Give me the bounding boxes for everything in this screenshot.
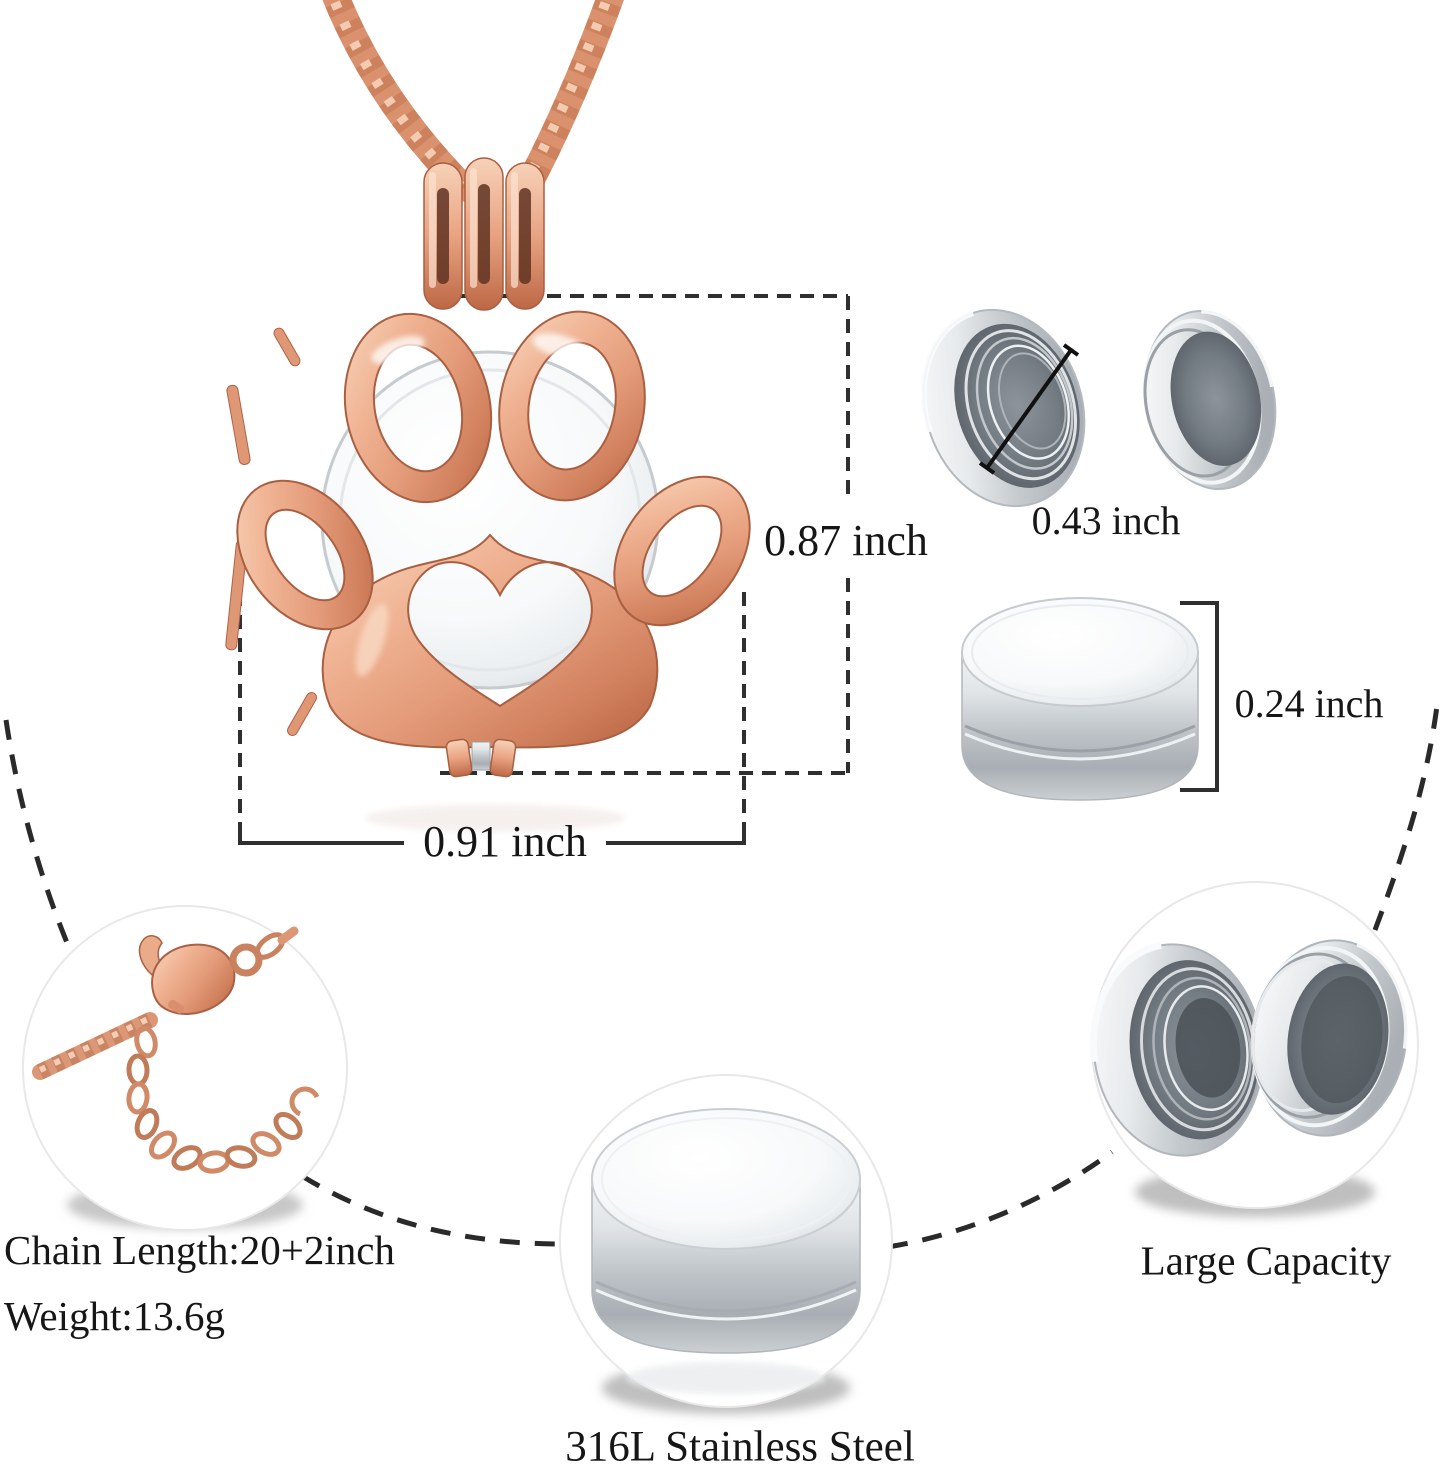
open-container-small-illustration	[920, 308, 1277, 508]
dimension-lines	[238, 294, 1219, 845]
width-dimension-baseline	[238, 824, 746, 845]
closed-container-large-illustration	[591, 1108, 861, 1394]
open-container-cup-small	[920, 308, 1086, 508]
container-reflection	[626, 1362, 826, 1394]
bail-loop-left	[423, 162, 463, 310]
bail-loop-right	[505, 162, 545, 310]
container-height-label: 0.24 inch	[1234, 681, 1384, 726]
container-lid-inner-edge	[601, 1117, 851, 1241]
paw-toe-outer-left	[236, 479, 374, 631]
open-hook-link	[289, 1086, 320, 1117]
bail-loop-middle	[464, 157, 504, 311]
paw-toe-upper-right	[498, 310, 646, 502]
pendant-height-label: 0.87 inch	[764, 515, 928, 565]
dashed-curve-right	[1372, 697, 1441, 931]
container-seam-highlight	[964, 732, 1196, 761]
dashed-curve-center-right	[887, 1149, 1114, 1250]
open-container-lid-small	[1142, 308, 1277, 491]
specular-highlights	[355, 333, 588, 677]
container-lid-inner-edge	[971, 604, 1189, 700]
chain-right-highlight	[519, 0, 612, 189]
dashed-curve-left	[3, 719, 73, 951]
clasp-ring	[229, 943, 263, 977]
large-capacity-label: Large Capacity	[1140, 1237, 1392, 1284]
clasp-end-bar	[277, 926, 299, 945]
pendant-reflection	[365, 804, 625, 832]
open-container-large-illustration	[1090, 939, 1410, 1157]
chain-length-label: Chain Length:20+2inch	[4, 1227, 395, 1273]
closed-container-small-illustration	[961, 597, 1199, 801]
lobster-clasp-illustration	[32, 926, 320, 1174]
container-seam	[595, 1280, 857, 1313]
diameter-indicator-line	[978, 343, 1080, 475]
clasp-trigger	[168, 999, 185, 1014]
box-chain-highlight	[38, 1016, 150, 1073]
height-bracket	[1180, 601, 1219, 792]
paw-locket-pendant-illustration	[225, 310, 751, 778]
container-seam	[964, 724, 1196, 753]
material-label: 316L Stainless Steel	[565, 1423, 915, 1469]
decorative-dashed-curves	[3, 697, 1441, 1250]
lobster-clasp	[138, 926, 299, 1015]
locket-back-plate-edges	[225, 327, 317, 736]
pendant-bail	[423, 157, 545, 311]
container-diameter-label: 0.43 inch	[1031, 498, 1181, 543]
container-seam-highlight	[595, 1288, 857, 1321]
locket-bottom-clasp-tab	[445, 738, 517, 778]
necklace-chain-illustration	[322, 0, 624, 202]
pendant-width-label: 0.91 inch	[423, 816, 587, 866]
weight-label: Weight:13.6g	[4, 1293, 226, 1339]
extension-chain	[126, 1025, 320, 1174]
open-container-cup-large	[1090, 941, 1264, 1157]
paw-toe-outer-right	[613, 475, 751, 627]
clasp-body	[151, 943, 236, 1015]
clasp-detail-circle	[22, 905, 348, 1231]
container-lid-top	[961, 597, 1199, 707]
open-container-lid-large	[1250, 939, 1410, 1137]
container-lid-top	[591, 1108, 861, 1250]
chain-left-links	[322, 0, 474, 198]
